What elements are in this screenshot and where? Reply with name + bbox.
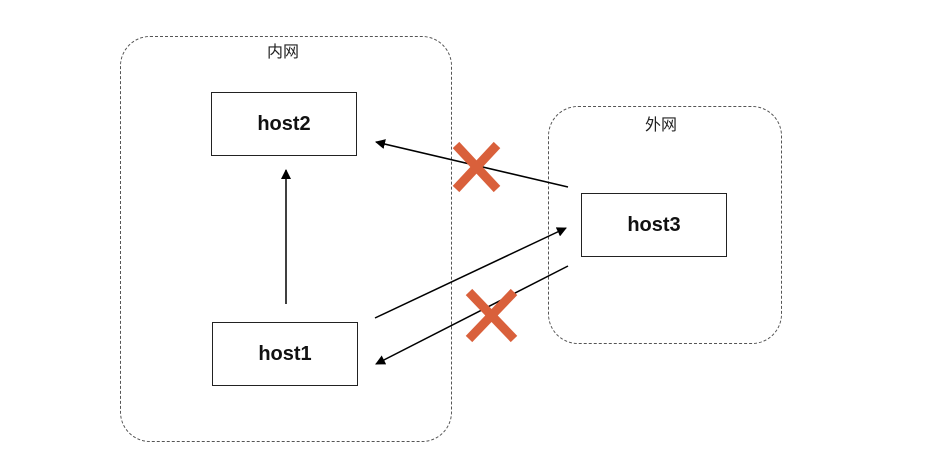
host3-label: host3 (627, 213, 681, 236)
host2-label: host2 (257, 112, 311, 135)
inner-network-zone (120, 36, 452, 442)
arrow-host1-to-host3 (374, 227, 567, 319)
blocked-x-icon-host3-to-host1 (465, 288, 518, 343)
host1-box: host1 (212, 322, 358, 386)
host3-box: host3 (581, 193, 727, 257)
inner-network-label: 内网 (267, 42, 300, 61)
arrow-host3-to-host1 (375, 265, 569, 365)
outer-network-label: 外网 (645, 115, 678, 134)
outer-network-zone (548, 106, 782, 344)
host1-label: host1 (258, 342, 312, 365)
blocked-x-icon-host3-to-host2 (452, 141, 501, 193)
host2-box: host2 (211, 92, 357, 156)
